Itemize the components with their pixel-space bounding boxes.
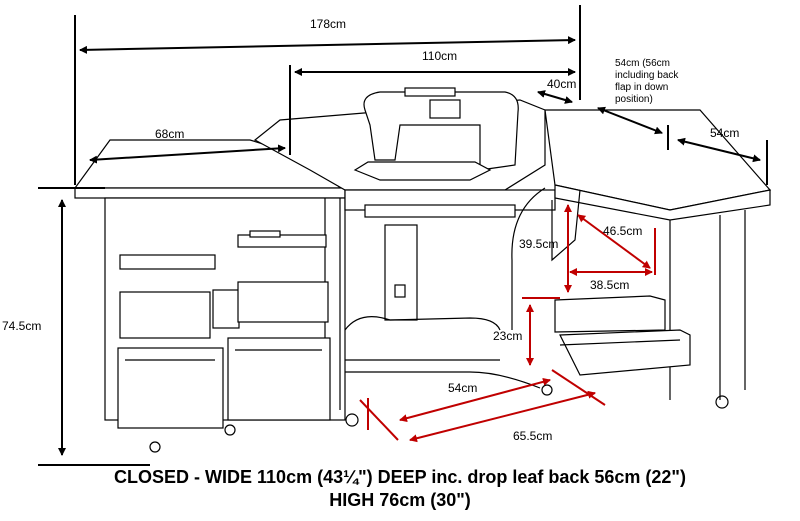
label-rear-flap: 40cm	[547, 77, 576, 91]
label-floor-depth-outer: 65.5cm	[513, 429, 552, 443]
caption-line-2: HIGH 76cm (30")	[329, 490, 471, 510]
caption-line-1: CLOSED - WIDE 110cm (43¼") DEEP inc. dro…	[114, 467, 686, 487]
label-right-leaf-note-1: 54cm (56cm	[615, 58, 670, 69]
label-right-leaf-depth: 54cm	[710, 126, 739, 140]
black-dimensions	[38, 5, 768, 466]
label-right-leaf-note-3: flap in down	[615, 82, 668, 93]
label-cabinet-width: 110cm	[422, 49, 457, 63]
red-dimensions	[359, 204, 656, 443]
label-drawer-depth: 46.5cm	[603, 224, 642, 238]
label-right-leaf-note-2: including back	[615, 70, 679, 81]
label-floor-depth-inner: 54cm	[448, 381, 477, 395]
label-height: 74.5cm	[2, 319, 41, 333]
label-right-leaf-note-4: position)	[615, 94, 653, 105]
label-total-width: 178cm	[310, 17, 346, 31]
label-drawer-height: 39.5cm	[519, 237, 558, 251]
cabinet-line-art	[73, 87, 772, 453]
label-drawer-width: 38.5cm	[590, 278, 629, 292]
label-left-leaf: 68cm	[155, 127, 184, 141]
label-lift-height: 23cm	[493, 329, 522, 343]
